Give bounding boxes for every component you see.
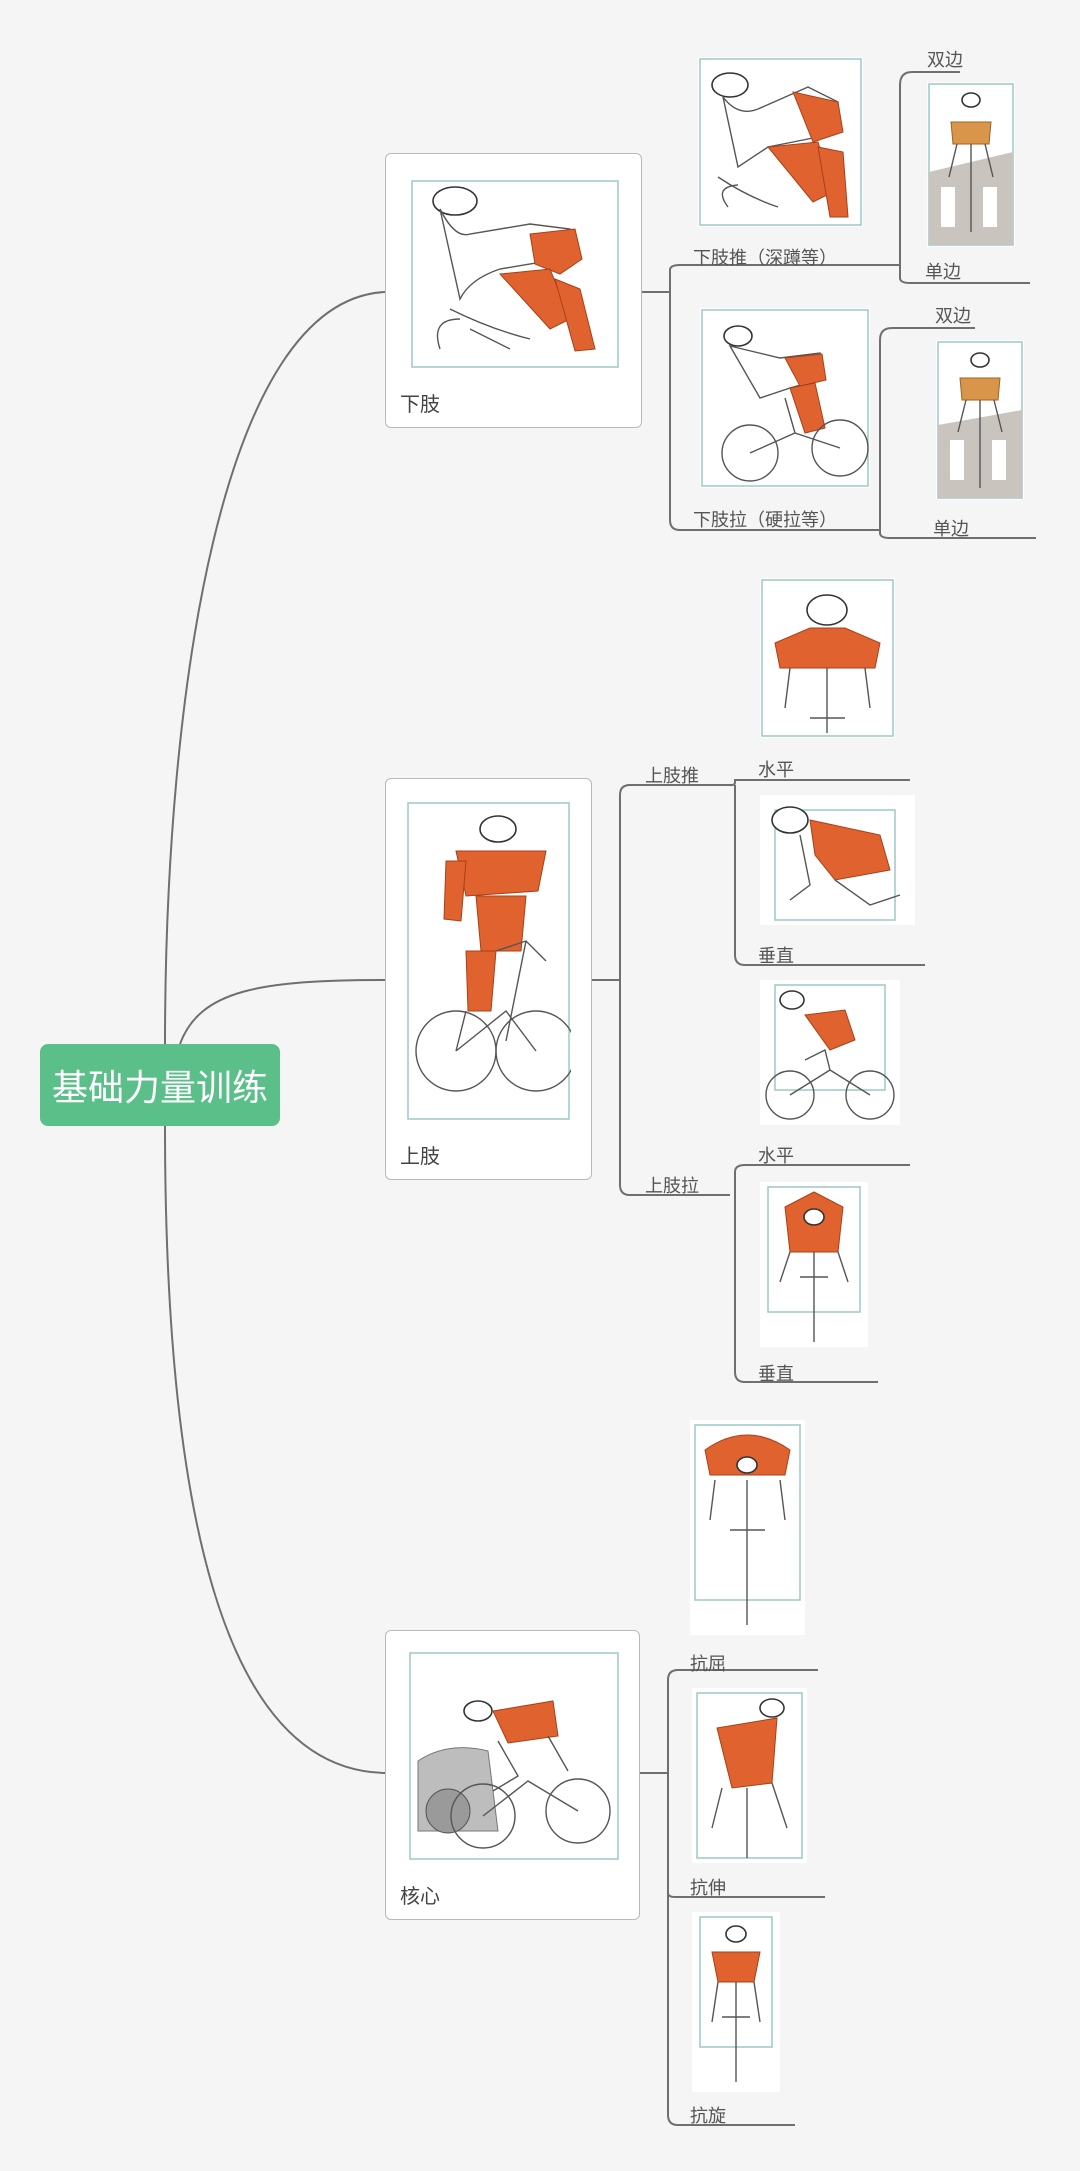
root-node[interactable]: 基础力量训练 xyxy=(40,1044,280,1126)
lower-push-illustration xyxy=(698,57,863,227)
core-anti-extension-label: 抗伸 xyxy=(690,1874,726,1900)
upper-pull-vertical-illustration xyxy=(760,1182,868,1347)
core-anti-flexion-illustration xyxy=(690,1420,805,1635)
core-illustration xyxy=(408,1651,620,1861)
lower-pull-illustration xyxy=(700,308,870,488)
lower-push-bilateral-illustration xyxy=(927,82,1015,247)
core-anti-rotation-illustration xyxy=(692,1912,780,2092)
core-anti-rotation-label: 抗旋 xyxy=(690,2102,726,2128)
lower-pull-unilateral-label: 单边 xyxy=(933,515,969,541)
lower-limb-label: 下肢 xyxy=(400,388,440,417)
branch-upper-limb[interactable]: 上肢 xyxy=(385,778,592,1180)
upper-push-label: 上肢推 xyxy=(645,762,699,788)
upper-pull-horizontal-illustration xyxy=(760,980,900,1125)
upper-push-horizontal-label: 水平 xyxy=(758,756,794,782)
lower-push-unilateral-label: 单边 xyxy=(925,258,961,284)
lower-pull-bilateral-label: 双边 xyxy=(935,302,971,328)
core-anti-flexion-label: 抗屈 xyxy=(690,1650,726,1676)
upper-pull-label: 上肢拉 xyxy=(645,1172,699,1198)
lower-pull-label: 下肢拉（硬拉等） xyxy=(693,506,837,532)
core-label: 核心 xyxy=(400,1880,440,1909)
upper-push-horizontal-illustration xyxy=(760,578,895,738)
core-anti-extension-illustration xyxy=(692,1688,807,1863)
upper-limb-illustration xyxy=(406,801,571,1121)
lower-push-bilateral-label: 双边 xyxy=(927,46,963,72)
branch-lower-limb[interactable]: 下肢 xyxy=(385,153,642,428)
upper-pull-horizontal-label: 水平 xyxy=(758,1142,794,1168)
upper-push-vertical-label: 垂直 xyxy=(758,942,794,968)
root-label: 基础力量训练 xyxy=(52,1059,268,1111)
upper-pull-vertical-label: 垂直 xyxy=(758,1360,794,1386)
branch-core[interactable]: 核心 xyxy=(385,1630,640,1920)
lower-pull-bilateral-illustration xyxy=(936,340,1024,500)
lower-limb-illustration xyxy=(410,179,620,369)
upper-limb-label: 上肢 xyxy=(400,1140,440,1169)
upper-push-vertical-illustration xyxy=(760,795,915,925)
lower-push-label: 下肢推（深蹲等） xyxy=(693,244,837,270)
